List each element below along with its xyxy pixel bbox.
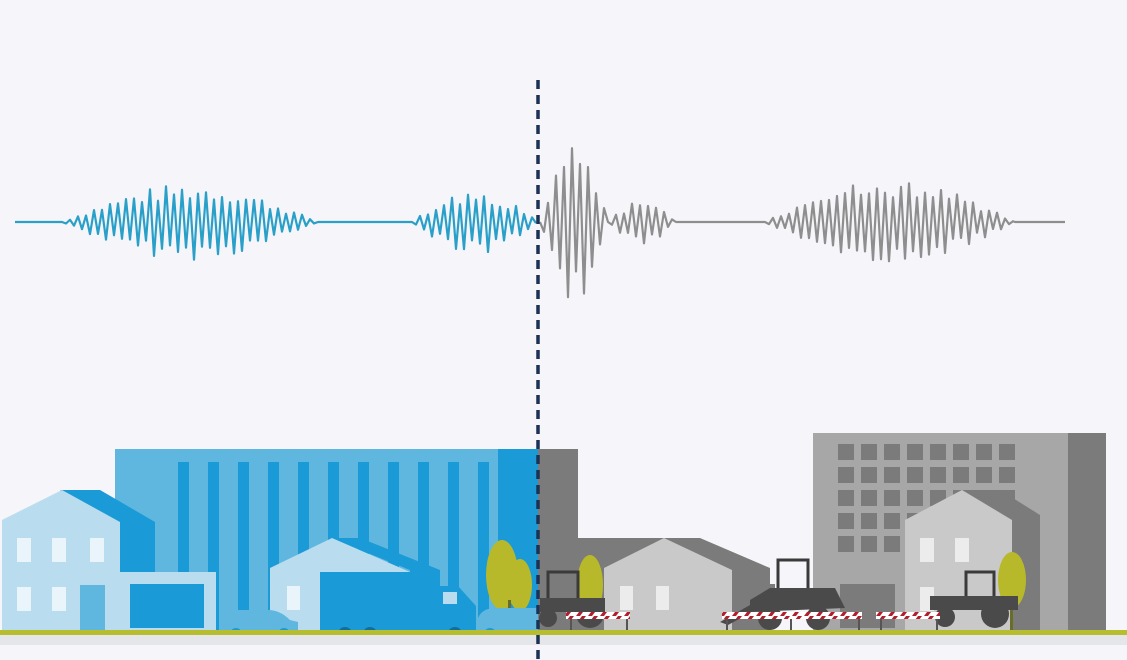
road-roller-icon — [539, 570, 605, 628]
house-icon — [2, 490, 216, 632]
predicted-waveform — [538, 147, 1065, 299]
road-line — [0, 630, 1127, 635]
waveform-icon — [15, 147, 1065, 299]
barrier-icon — [566, 612, 940, 631]
ground — [0, 635, 1127, 645]
city-future — [538, 433, 1106, 632]
city-existing — [2, 449, 538, 641]
recorded-waveform — [15, 185, 537, 261]
truck-icon — [320, 572, 476, 641]
